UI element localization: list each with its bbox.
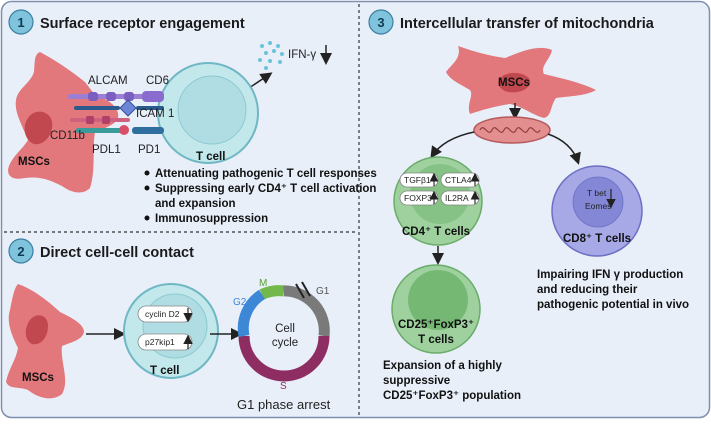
receptor-icam [74,99,164,117]
tcell-label-2: T cell [150,365,179,377]
tcell-1-nucleus [177,75,247,145]
receptor-alcam-cd6 [68,91,164,102]
panel-3-number: 3 [377,15,384,30]
msc-cell-2-nucleus [25,315,48,345]
pdl1-label: PDL1 [92,144,121,156]
panel-1-number: 1 [17,15,24,30]
phase-m-label: M [259,278,267,289]
msc-cell-2 [6,284,84,399]
mito-to-cd8-arrow [547,133,581,165]
mitochondrion [473,116,551,144]
msc-label-2: MSCs [22,372,54,384]
bullet-2: Suppressing early CD4⁺ T cell activation [155,183,376,195]
phase-g2-label: G2 [233,297,247,308]
ifn-label: IFN-γ [288,49,316,61]
cd4-label: CD4⁺ T cells [402,226,470,238]
phase-s-label: S [280,381,287,392]
tbet-label: T bet [587,188,607,198]
cyclin-label: cyclin D2 [145,309,180,319]
marker-ctla4: CTLA4 [445,175,472,185]
marker-tgfb1: TGFβ1 [404,175,431,185]
treg-label-1: CD25⁺FoxP3⁺ [398,319,474,331]
panel-1-badge [8,9,34,35]
mito-to-cd4-arrow [430,131,475,159]
cd8-label: CD8⁺ T cells [563,233,631,245]
treg-label-2: T cells [418,334,454,346]
tcell-label-1: T cell [196,151,225,163]
p27-label: p27kip1 [145,337,175,347]
receptor-cd11b [70,116,130,124]
phase-g1-label: G1 [316,286,330,297]
panel-2-number: 2 [17,244,24,259]
msc-label-1: MSCs [18,156,50,168]
arrest-label: G1 phase arrest [237,397,331,412]
msc-cell-1 [8,52,119,193]
panel-1-title: Surface receptor engagement [40,16,245,32]
alcam-label: ALCAM [88,75,128,87]
panel-2: 2 Direct cell-cell contact MSCs cyclin D… [6,238,331,412]
panel-2-badge [8,238,34,264]
panel-2-title: Direct cell-cell contact [40,245,194,261]
msc-label-3: MSCs [498,77,530,89]
cell-cycle-ring [237,285,330,382]
eomes-label: Eomes [585,201,611,211]
panel-1: 1 Surface receptor engagement MSCs IFN-γ… [8,9,377,225]
phase-s-arc [238,335,330,382]
cd8-note-1: Impairing IFN γ production [537,269,683,281]
g1-arrest-marks [295,281,311,299]
treg-note-1: Expansion of a highly [383,360,502,372]
msc-cell-1-nucleus [24,111,53,145]
panel-3-title: Intercellular transfer of mitochondria [400,16,655,32]
panel-3-badge [368,9,394,35]
ifn-dots [258,41,284,70]
panel-1-bullets: Attenuating pathogenic T cell responses … [144,168,377,225]
bullet-2b: and expansion [155,198,236,210]
treg-note-2: suppressive [383,375,450,387]
pd1-label: PD1 [138,144,160,156]
cd6-label: CD6 [146,75,169,87]
marker-foxp3: FOXP3 [404,193,432,203]
receptor-pdl1-pd1 [76,125,164,135]
cd8-note-3: pathogenic potential in vivo [537,299,689,311]
cd11b-label: CD11b [50,130,85,142]
panel-3: 3 Intercellular transfer of mitochondria… [368,9,689,402]
treg-cell-nucleus [408,270,468,330]
bullet-1: Attenuating pathogenic T cell responses [155,168,377,180]
phase-g2-arc [237,289,266,338]
msc-cell-3-nucleus [498,72,531,93]
marker-il2ra: IL2RA [445,193,469,203]
phase-g1-arc [283,285,330,337]
bullet-3: Immunosuppression [155,213,268,225]
phase-m-arc [259,285,285,300]
treg-note-3: CD25⁺FoxP3⁺ population [383,390,521,402]
icam1-label: ICAM 1 [136,108,174,120]
cd8-note-2: and reducing their [537,284,638,296]
